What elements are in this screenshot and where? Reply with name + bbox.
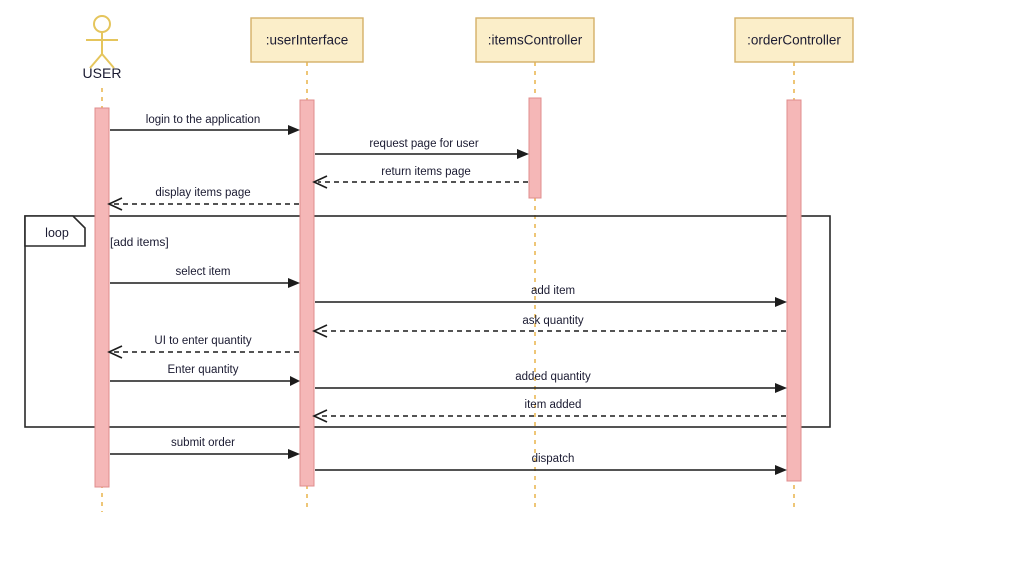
activation-bar-ordercontroller	[786, 99, 802, 482]
message-request-page-for-user[interactable]: request page for user	[315, 138, 529, 159]
participant-itemscontroller[interactable]: :itemsController	[475, 17, 595, 63]
fragment-operator-tab	[24, 215, 86, 247]
message-label: Enter quantity	[168, 364, 239, 376]
arrowhead-open-icon	[312, 175, 328, 189]
participant-label-user: USER	[83, 65, 122, 81]
arrowhead-filled-icon	[288, 278, 300, 288]
message-add-item[interactable]: add item	[315, 285, 787, 307]
message-label: request page for user	[369, 138, 478, 150]
message-display-items-page[interactable]: display items page	[107, 187, 299, 211]
message-dispatch[interactable]: dispatch	[315, 453, 787, 475]
message-select-item[interactable]: select item	[110, 266, 300, 288]
message-return-items-page[interactable]: return items page	[312, 166, 528, 189]
message-label: dispatch	[532, 453, 575, 465]
arrowhead-filled-icon	[517, 149, 529, 159]
message-label: UI to enter quantity	[154, 335, 251, 347]
actor-leg-right-icon	[101, 53, 115, 69]
message-label: added quantity	[515, 371, 591, 383]
fragment-border	[24, 215, 831, 428]
participant-label-itemscontroller: :itemsController	[488, 33, 583, 48]
fragment-operator-label: loop	[45, 226, 69, 240]
participant-userinterface[interactable]: :userInterface	[250, 17, 364, 63]
message-label: return items page	[381, 166, 471, 178]
message-enter-quantity[interactable]: Enter quantity	[110, 364, 300, 386]
fragment-guard-label: [add items]	[110, 235, 169, 249]
activation-bar-userinterface	[299, 99, 315, 487]
arrowhead-open-icon	[312, 324, 328, 338]
message-added-quantity[interactable]: added quantity	[315, 371, 787, 393]
participant-box-itemscontroller	[475, 17, 595, 63]
participant-user[interactable]: USER	[83, 15, 122, 81]
arrowhead-filled-icon	[775, 297, 787, 307]
arrowhead-filled-icon	[775, 465, 787, 475]
message-label: ask quantity	[522, 315, 584, 327]
participant-label-userinterface: :userInterface	[266, 33, 349, 48]
participant-box-userinterface	[250, 17, 364, 63]
participant-ordercontroller[interactable]: :orderController	[734, 17, 854, 63]
message-label: add item	[531, 285, 575, 297]
message-ask-quantity[interactable]: ask quantity	[312, 315, 786, 338]
arrowhead-filled-icon	[288, 449, 300, 459]
arrowhead-open-icon	[107, 345, 123, 359]
participant-box-ordercontroller	[734, 17, 854, 63]
actor-leg-left-icon	[89, 53, 103, 69]
message-label: item added	[525, 399, 582, 411]
arrowhead-open-icon	[312, 409, 328, 423]
message-label: display items page	[155, 187, 250, 199]
message-label: select item	[176, 266, 231, 278]
message-ui-to-enter-quantity[interactable]: UI to enter quantity	[107, 335, 299, 359]
arrowhead-filled-icon	[775, 383, 787, 393]
fragment-loop-add-items: loop [add items]	[24, 215, 831, 428]
arrowhead-filled-icon	[290, 376, 300, 386]
message-submit-order[interactable]: submit order	[110, 437, 300, 459]
arrowhead-filled-icon	[288, 125, 300, 135]
actor-head-icon	[93, 15, 111, 33]
arrowhead-open-icon	[107, 197, 123, 211]
message-login-to-the-application[interactable]: login to the application	[110, 114, 300, 135]
activation-bar-itemscontroller	[528, 97, 542, 199]
message-label: login to the application	[146, 114, 260, 126]
participant-label-ordercontroller: :orderController	[747, 33, 841, 48]
activation-bars-group	[94, 97, 802, 488]
message-item-added[interactable]: item added	[312, 399, 786, 423]
message-label: submit order	[171, 437, 235, 449]
activation-bar-user	[94, 107, 110, 488]
